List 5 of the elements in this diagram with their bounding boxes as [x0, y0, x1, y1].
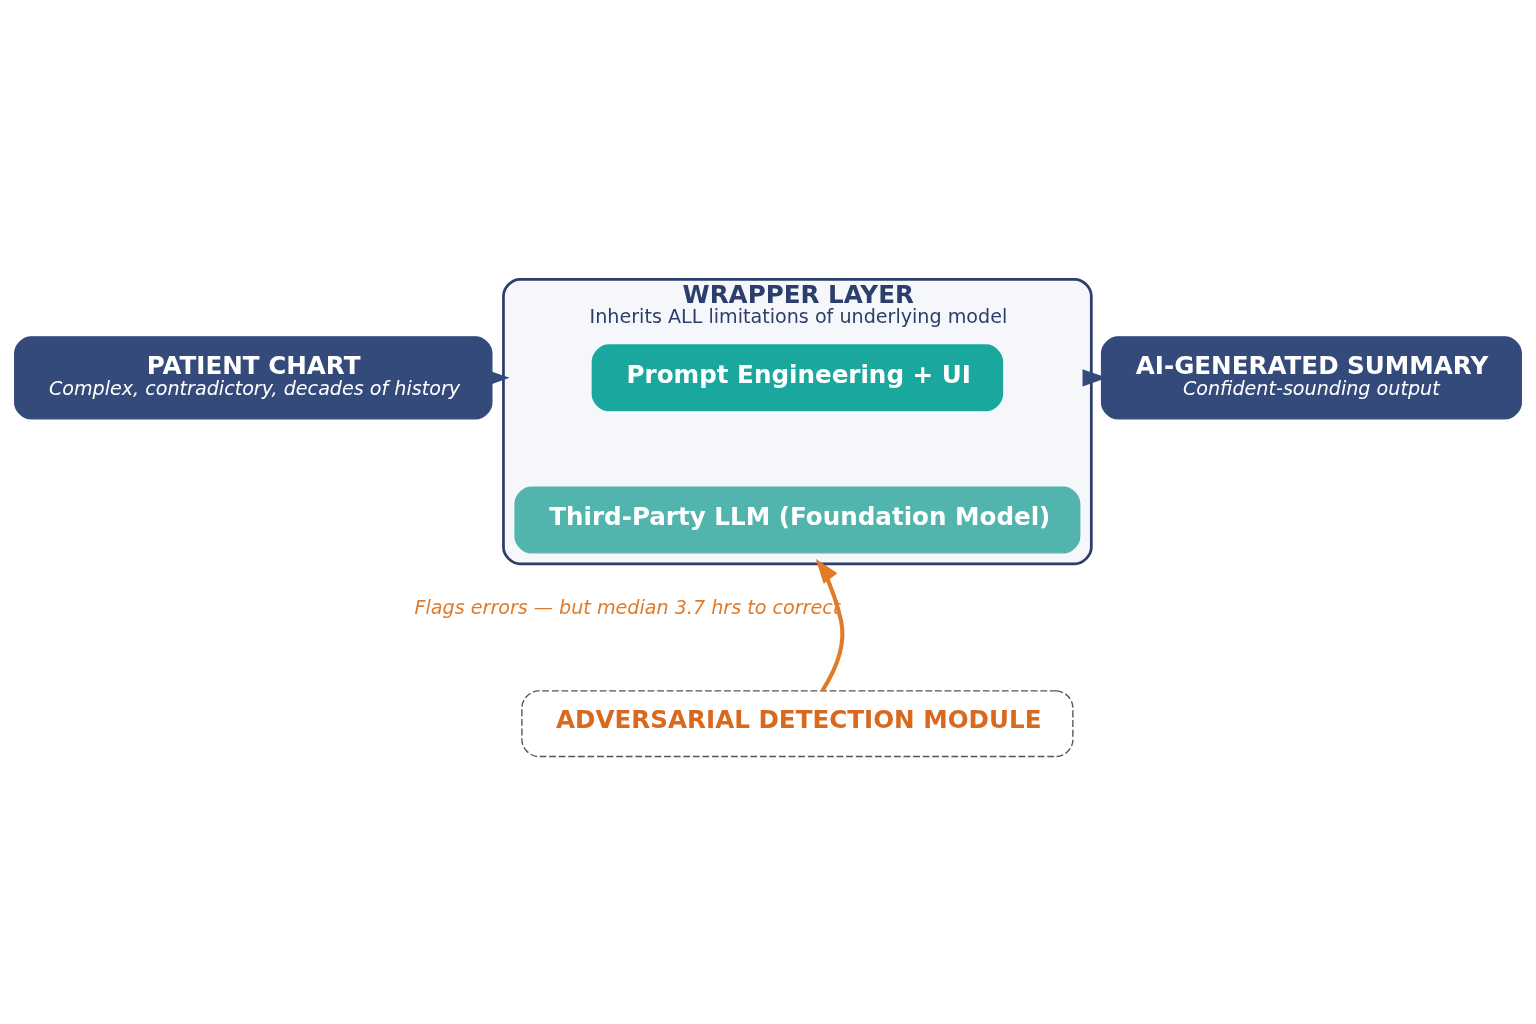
arrow: [815, 558, 845, 692]
node-box: ADVERSARIAL DETECTION MODULE: [521, 689, 1074, 757]
node-box: AI-GENERATED SUMMARY Confident-sounding output: [1100, 335, 1522, 420]
node-box: Third-Party LLM (Foundation Model): [514, 486, 1081, 553]
node-box: Prompt Engineering + UI: [591, 343, 1004, 411]
